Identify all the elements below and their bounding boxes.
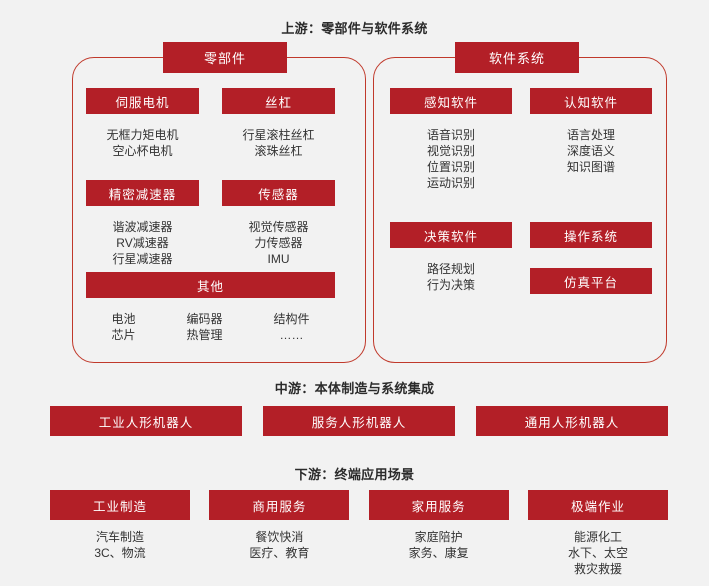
- section-title-upstream: 上游：零部件与软件系统: [281, 21, 428, 36]
- list-item: 行星滚柱丝杠: [242, 128, 315, 142]
- downstream-column-commercial-service: 商用服务 餐饮快消 医疗、教育: [209, 490, 350, 577]
- category-items-decision-software: 路径规划 行为决策: [390, 261, 512, 293]
- list-item: 水下、太空: [567, 546, 628, 560]
- list-item: 视觉识别: [426, 144, 475, 158]
- downstream-items-extreme-operations: 能源化工 水下、太空 救灾救援: [528, 529, 668, 577]
- category-header-perception-software: 感知软件: [390, 88, 512, 114]
- list-item: 无框力矩电机: [106, 128, 179, 142]
- list-item: 电池: [111, 312, 136, 326]
- category-header-lead-screw: 丝杠: [222, 88, 335, 114]
- category-header-cognition-software: 认知软件: [530, 88, 652, 114]
- list-item: 芯片: [111, 328, 136, 342]
- category-items-other: 电池 芯片 编码器 热管理 结构件 ……: [86, 311, 335, 343]
- category-items-lead-screw: 行星滚柱丝杠 滚珠丝杠: [222, 127, 335, 159]
- list-item: 救灾救援: [573, 562, 622, 576]
- downstream-column-home-service: 家用服务 家庭陪护 家务、康复: [368, 490, 509, 577]
- midstream-box-industrial-humanoid: 工业人形机器人: [50, 406, 242, 436]
- list-item: 谐波减速器: [112, 220, 173, 234]
- list-item: 医疗、教育: [249, 546, 310, 560]
- downstream-column-industrial-manufacturing: 工业制造 汽车制造 3C、物流: [50, 490, 190, 577]
- downstream-header-commercial-service: 商用服务: [209, 490, 350, 520]
- category-items-servo-motor: 无框力矩电机 空心杯电机: [86, 127, 199, 159]
- list-item: 语音识别: [426, 128, 475, 142]
- list-item: RV减速器: [116, 236, 169, 250]
- category-items-sensor: 视觉传感器 力传感器 IMU: [222, 219, 335, 267]
- category-header-sensor: 传感器: [222, 180, 335, 206]
- list-item: 结构件: [273, 312, 310, 326]
- list-item: 位置识别: [426, 160, 475, 174]
- list-item: 家务、康复: [408, 546, 469, 560]
- list-item: 能源化工: [573, 530, 622, 544]
- category-header-simulation-platform: 仿真平台: [530, 268, 652, 294]
- list-item: 行为决策: [426, 278, 475, 292]
- category-header-operating-system: 操作系统: [530, 222, 652, 248]
- list-item: 热管理: [186, 328, 223, 342]
- list-item: 语言处理: [566, 128, 615, 142]
- category-header-servo-motor: 伺服电机: [86, 88, 199, 114]
- list-item: 路径规划: [426, 262, 475, 276]
- list-item: 家庭陪护: [414, 530, 463, 544]
- other-column: 编码器 热管理: [186, 311, 222, 343]
- downstream-row: 工业制造 汽车制造 3C、物流 商用服务 餐饮快消 医疗、教育 家用服务 家庭陪…: [50, 490, 668, 577]
- downstream-header-extreme-operations: 极端作业: [527, 490, 668, 520]
- list-item: 编码器: [186, 312, 223, 326]
- category-header-other: 其他: [86, 272, 335, 298]
- list-item: 空心杯电机: [112, 144, 173, 158]
- downstream-items-industrial-manufacturing: 汽车制造 3C、物流: [50, 529, 190, 561]
- list-item: 知识图谱: [566, 160, 615, 174]
- category-items-cognition-software: 语言处理 深度语义 知识图谱: [530, 127, 652, 175]
- list-item: 汽车制造: [95, 530, 144, 544]
- list-item: 视觉传感器: [248, 220, 309, 234]
- section-title-midstream: 中游：本体制造与系统集成: [274, 381, 435, 396]
- list-item: 餐饮快消: [255, 530, 304, 544]
- list-item: 运动识别: [426, 176, 475, 190]
- downstream-column-extreme-operations: 极端作业 能源化工 水下、太空 救灾救援: [527, 490, 668, 577]
- section-title-downstream: 下游：终端应用场景: [294, 467, 415, 482]
- list-item: ……: [279, 328, 304, 342]
- other-column: 电池 芯片: [111, 311, 135, 343]
- list-item: 行星减速器: [112, 252, 173, 266]
- panel-header-software: 软件系统: [455, 42, 579, 73]
- midstream-box-service-humanoid: 服务人形机器人: [263, 406, 455, 436]
- panel-header-parts: 零部件: [163, 42, 287, 73]
- category-header-decision-software: 决策软件: [390, 222, 512, 248]
- list-item: 滚珠丝杠: [254, 144, 303, 158]
- list-item: IMU: [267, 252, 290, 266]
- downstream-items-home-service: 家庭陪护 家务、康复: [369, 529, 509, 561]
- midstream-row: 工业人形机器人 服务人形机器人 通用人形机器人: [50, 406, 668, 436]
- midstream-box-general-humanoid: 通用人形机器人: [476, 406, 668, 436]
- category-header-precision-reducer: 精密减速器: [86, 180, 199, 206]
- category-items-perception-software: 语音识别 视觉识别 位置识别 运动识别: [390, 127, 512, 191]
- category-items-precision-reducer: 谐波减速器 RV减速器 行星减速器: [86, 219, 199, 267]
- downstream-header-home-service: 家用服务: [368, 490, 509, 520]
- other-column: 结构件 ……: [273, 311, 309, 343]
- list-item: 3C、物流: [94, 546, 146, 560]
- list-item: 力传感器: [254, 236, 303, 250]
- list-item: 深度语义: [566, 144, 615, 158]
- downstream-header-industrial-manufacturing: 工业制造: [50, 490, 190, 520]
- downstream-items-commercial-service: 餐饮快消 医疗、教育: [209, 529, 349, 561]
